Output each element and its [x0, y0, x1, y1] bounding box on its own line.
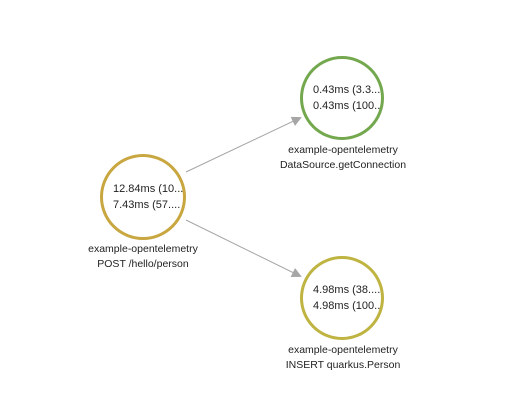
node-stat-line1: 4.98ms (38....: [313, 284, 381, 296]
node-caption-post-hello-person: example-opentelemetry POST /hello/person: [83, 242, 203, 272]
node-service-name: example-opentelemetry: [88, 243, 198, 255]
edge-root-to-insert[interactable]: [185, 219, 302, 277]
node-datasource-getconnection[interactable]: 0.43ms (3.3... 0.43ms (100...: [300, 56, 384, 140]
node-operation-name: INSERT quarkus.Person: [285, 359, 401, 371]
node-post-hello-person[interactable]: 12.84ms (10... 7.43ms (57....: [100, 154, 186, 240]
node-stat-line2: 4.98ms (100...: [313, 300, 381, 312]
node-operation-name: DataSource.getConnection: [279, 159, 407, 171]
node-stat-line2: 0.43ms (100...: [313, 100, 381, 112]
node-stat-line1: 0.43ms (3.3...: [313, 84, 381, 96]
node-operation-name: POST /hello/person: [97, 258, 189, 270]
node-stat-line2: 7.43ms (57....: [113, 199, 181, 211]
node-service-name: example-opentelemetry: [288, 344, 398, 356]
node-service-name: example-opentelemetry: [288, 144, 398, 156]
node-caption-datasource-getconnection: example-opentelemetry DataSource.getConn…: [268, 143, 418, 173]
node-caption-insert-quarkus-person: example-opentelemetry INSERT quarkus.Per…: [268, 343, 418, 373]
node-insert-quarkus-person[interactable]: 4.98ms (38.... 4.98ms (100...: [300, 256, 384, 340]
node-stat-line1: 12.84ms (10...: [113, 183, 183, 195]
edge-root-to-datasource[interactable]: [185, 116, 302, 173]
